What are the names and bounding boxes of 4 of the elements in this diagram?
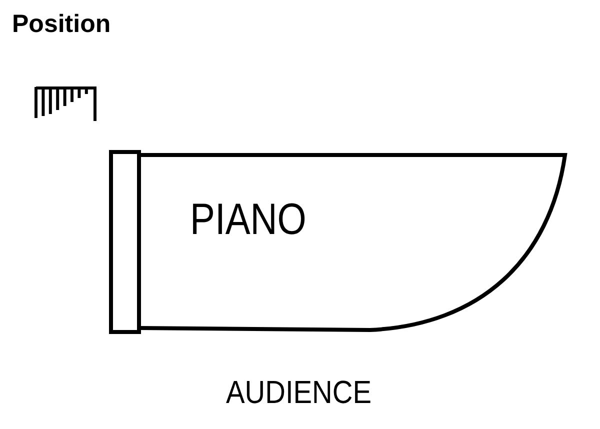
audience-label: AUDIENCE (226, 374, 372, 411)
piano-shape (109, 150, 567, 334)
node-label: PIANO (190, 195, 306, 245)
title: Position (12, 10, 111, 39)
